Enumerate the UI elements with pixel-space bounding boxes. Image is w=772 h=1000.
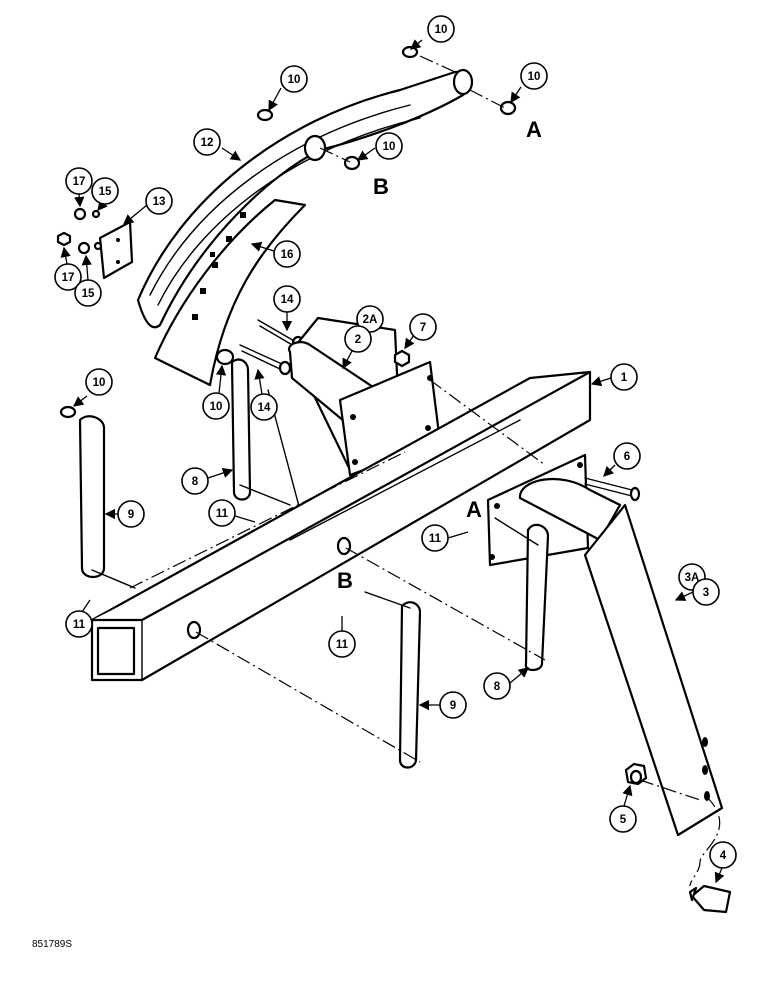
svg-text:3A: 3A [685,572,700,584]
svg-text:15: 15 [99,186,112,198]
callout-6: 6 [603,442,641,477]
callout-10-arm-left: 10 [268,65,308,112]
svg-text:13: 13 [153,196,166,208]
svg-text:2: 2 [355,334,361,346]
bolt-6 [584,477,641,502]
callout-15-bottom: 15 [74,254,102,307]
main-tube [90,370,592,682]
svg-text:3: 3 [703,587,709,599]
svg-text:6: 6 [624,451,630,463]
label-b-lower: B [337,568,353,593]
svg-text:14: 14 [258,402,271,414]
callout-13: 13 [122,187,173,225]
callout-11-right: 11 [421,524,469,552]
svg-text:9: 9 [450,700,456,712]
callout-2: 2 [342,325,372,370]
svg-text:2A: 2A [363,314,378,326]
svg-text:10: 10 [435,24,448,36]
callout-4: 4 [709,841,737,884]
callout-2a: 2A [356,305,384,333]
label-a-lower: A [466,497,482,522]
svg-text:10: 10 [93,377,106,389]
svg-text:11: 11 [429,533,442,545]
svg-text:9: 9 [128,509,134,521]
svg-text:17: 17 [73,176,86,188]
callout-15-top: 15 [91,177,119,211]
callout-9-right: 9 [418,691,467,719]
callout-16: 16 [250,240,301,268]
callout-3: 3 [674,578,720,606]
svg-text:7: 7 [420,322,426,334]
callout-8-right: 8 [483,667,529,700]
svg-text:10: 10 [288,74,301,86]
callout-7: 7 [404,313,437,350]
shield-plate [153,198,307,387]
svg-text:11: 11 [216,508,229,520]
callout-5: 5 [609,784,637,833]
label-a-upper: A [526,117,542,142]
callout-11-center: 11 [328,616,356,658]
nuts-and-washers [56,207,103,255]
svg-text:8: 8 [494,681,501,693]
figure-number: 851789S [32,939,72,950]
callout-10-top: 10 [409,15,455,50]
callout-17-top: 17 [65,167,93,208]
mounting-plate [98,220,134,280]
svg-text:10: 10 [528,71,541,83]
curved-arm [136,68,474,329]
svg-text:17: 17 [62,272,75,284]
nut-and-bolt [624,762,732,914]
callout-9-left: 9 [104,500,145,528]
callout-10-mid: 10 [356,132,403,161]
rear-bracket [486,453,622,567]
svg-text:15: 15 [82,288,95,300]
long-arm [583,503,724,837]
svg-text:16: 16 [281,249,294,261]
svg-text:11: 11 [336,639,349,651]
label-b-upper: B [373,174,389,199]
svg-text:14: 14 [281,294,294,306]
hidden-lines [129,55,721,887]
callout-11-bottom-left: 11 [65,599,93,638]
callout-12: 12 [193,128,242,161]
callout-17-bottom: 17 [54,246,82,291]
svg-text:4: 4 [720,850,727,862]
svg-text:12: 12 [201,137,214,149]
callout-10-lower: 10 [202,364,230,420]
callout-14-bottom: 14 [250,368,278,421]
callout-1: 1 [590,363,638,391]
svg-text:8: 8 [192,476,199,488]
svg-text:5: 5 [620,814,627,826]
callout-8-left: 8 [181,467,234,495]
svg-text:10: 10 [383,141,396,153]
svg-text:1: 1 [621,372,628,384]
links [78,358,550,769]
callout-11-left: 11 [208,499,256,527]
svg-text:10: 10 [210,401,223,413]
callout-10-right: 10 [510,62,548,104]
washers [59,45,517,419]
callout-14-top: 14 [273,285,301,332]
callout-10-left: 10 [72,368,113,407]
svg-text:11: 11 [73,619,86,631]
